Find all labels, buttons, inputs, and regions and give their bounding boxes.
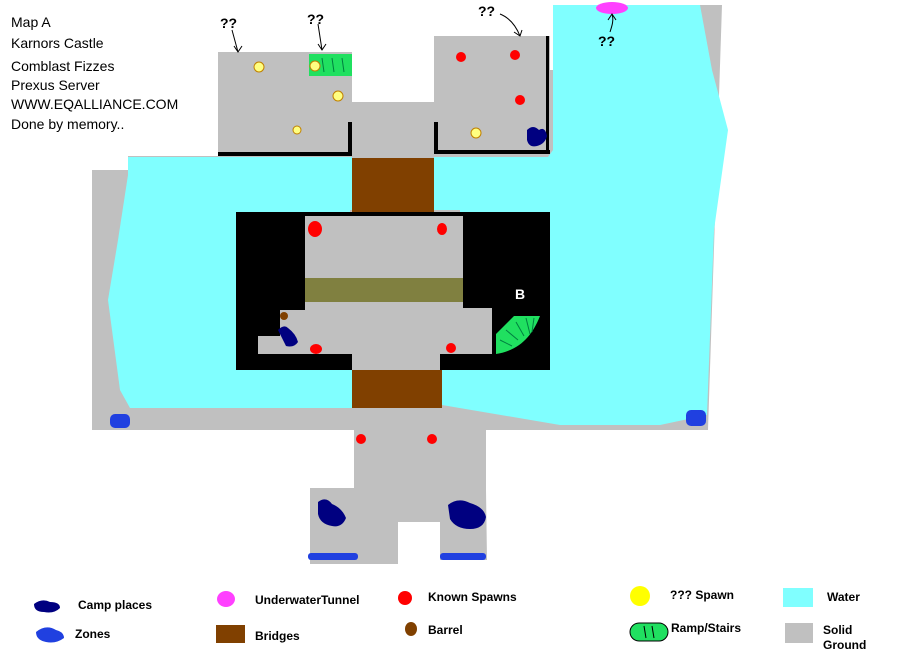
spawn-marker <box>437 223 447 235</box>
unknown-spawn-marker <box>292 125 302 135</box>
top-left-ramp <box>309 54 352 76</box>
castle-walkway <box>305 278 463 302</box>
arrow-tunnel <box>607 13 617 33</box>
header-line-3: Comblast Fizzes <box>11 58 114 74</box>
zones <box>110 410 706 560</box>
unknown-spawn-marker <box>253 61 265 73</box>
legend-unknown-spawn-label: ??? Spawn <box>670 588 734 602</box>
legend-barrel-swatch <box>405 622 417 636</box>
header-line-4: Prexus Server <box>11 77 100 93</box>
legend-ramp-lines <box>643 625 655 639</box>
legend-camp-swatch <box>34 600 60 613</box>
legend-bridges-label: Bridges <box>255 629 300 643</box>
header-line-5: WWW.EQALLIANCE.COM <box>11 96 178 112</box>
wall-left-top-bottom <box>218 152 352 156</box>
spawn-marker <box>515 95 525 105</box>
spawn-marker <box>356 434 366 444</box>
camp-scribble <box>278 326 298 347</box>
unknown-label-mid: ?? <box>307 11 324 27</box>
unknown-spawns <box>253 60 482 139</box>
legend-spawns-label: Known Spawns <box>428 590 517 604</box>
camp-scribble <box>527 127 547 147</box>
legend-spawns-swatch <box>398 591 412 605</box>
legend-ground-label-1: Solid <box>823 623 852 637</box>
arrow-left <box>231 29 243 53</box>
wall-right-top-bottom <box>434 150 550 154</box>
legend-unknown-spawn-swatch <box>630 586 650 606</box>
west-alcove <box>258 336 282 354</box>
zone-marker <box>110 414 130 428</box>
spawn-marker <box>510 50 520 60</box>
unknown-spawn-marker <box>332 90 344 102</box>
unknown-label-tunnel: ?? <box>598 33 615 49</box>
known-spawns <box>308 50 525 444</box>
spawn-marker <box>456 52 466 62</box>
zone-marker <box>440 553 486 560</box>
wall-right-top-left <box>434 122 438 154</box>
spawn-marker <box>446 343 456 353</box>
camp-scribble <box>448 500 486 529</box>
south-entrance-ground <box>354 408 440 488</box>
legend-zones-label: Zones <box>75 627 111 641</box>
header-line-6: Done by memory.. <box>11 116 124 132</box>
unknown-label-right: ?? <box>478 3 495 19</box>
wall-left-top-right <box>348 122 352 156</box>
arrow-right <box>499 13 523 37</box>
zone-marker <box>686 410 706 426</box>
legend-tunnel-label: UnderwaterTunnel <box>255 593 359 607</box>
legend-camp-label: Camp places <box>78 598 152 612</box>
legend-barrel-label: Barrel <box>428 623 463 637</box>
arrow-mid <box>317 23 327 51</box>
unknown-label-left: ?? <box>220 15 237 31</box>
header-line-2: Karnors Castle <box>11 35 104 51</box>
map-header: Map A Karnors Castle Comblast Fizzes Pre… <box>11 14 178 132</box>
ramp-stairs <box>496 316 540 354</box>
unknown-spawn-marker <box>309 60 321 72</box>
camp-places <box>278 127 547 529</box>
legend-bridges-swatch <box>216 625 245 643</box>
legend-ground-label-2: Ground <box>823 638 866 652</box>
legend-zones-swatch <box>36 627 64 643</box>
zone-marker <box>308 553 358 560</box>
center-top-corridor <box>352 102 434 158</box>
camp-scribble <box>318 499 346 527</box>
room-label-b: B <box>515 286 525 302</box>
underwater-tunnel <box>596 2 628 14</box>
header-line-1: Map A <box>11 14 51 30</box>
legend-ground-swatch <box>785 623 813 643</box>
top-left-ramp-lines <box>321 57 345 73</box>
barrel-marker <box>280 312 288 320</box>
water-area <box>108 5 728 425</box>
legend-ramp-swatch <box>629 622 669 642</box>
spawn-marker <box>310 344 322 354</box>
legend-water-swatch <box>783 588 813 607</box>
spawn-marker <box>427 434 437 444</box>
spawn-marker <box>308 221 322 237</box>
legend: Camp places Zones UnderwaterTunnel Bridg… <box>34 586 866 652</box>
legend-ramp-label: Ramp/Stairs <box>671 621 741 635</box>
unknown-spawn-marker <box>470 127 482 139</box>
wall-right-top-right <box>546 36 549 152</box>
legend-tunnel-swatch <box>217 591 235 607</box>
south-bridge <box>352 370 442 408</box>
legend-water-label: Water <box>827 590 860 604</box>
north-bridge <box>352 158 434 213</box>
ramp-lines <box>499 317 535 347</box>
